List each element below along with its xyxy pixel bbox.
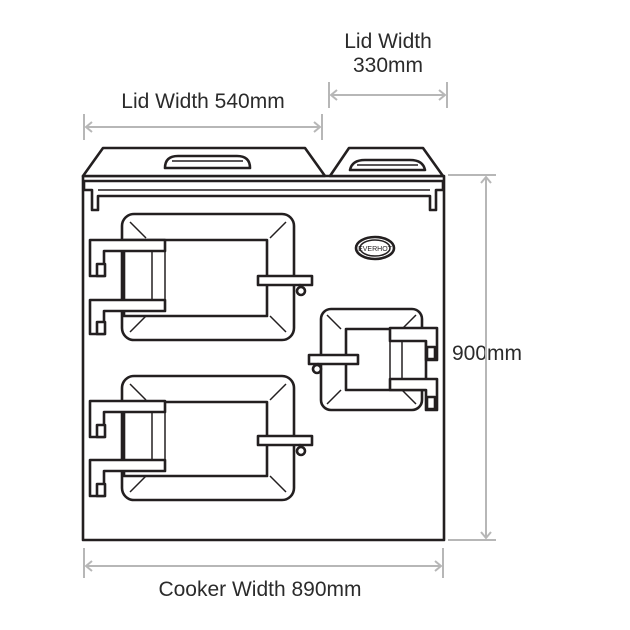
right-door-hinge-bottom	[388, 377, 439, 412]
lid-width-right-value: 330mm	[352, 54, 424, 77]
cooker-width-dimension	[83, 548, 444, 578]
lid-width-right-dimension	[328, 82, 448, 108]
upper-oven-door[interactable]	[88, 212, 314, 342]
height-dimension	[448, 174, 496, 541]
lid-width-right-title: Lid Width	[344, 30, 432, 53]
badge-text: EVERHOT	[358, 246, 393, 253]
upper-door-hinge-bottom	[88, 298, 167, 336]
right-oven-door[interactable]	[307, 307, 439, 412]
lower-door-hinge-bottom	[88, 458, 167, 498]
upper-door-hinge-top	[88, 238, 167, 278]
lid-width-right-label: Lid Width 330mm	[318, 30, 458, 78]
upper-door-latch	[256, 274, 314, 287]
lid-width-left-dimension	[83, 114, 323, 140]
right-door-latch	[307, 353, 360, 366]
hand-rail	[82, 179, 445, 212]
right-door-hinge-top	[388, 326, 439, 362]
height-label: 900mm	[452, 342, 523, 365]
lid-width-left-label: Lid Width 540mm	[121, 90, 285, 113]
cooker-body: EVERHOT	[81, 146, 446, 542]
lower-door-hinge-top	[88, 399, 167, 439]
brand-badge: EVERHOT	[354, 235, 396, 261]
lower-oven-door[interactable]	[88, 374, 314, 502]
left-hotplate-handle	[163, 154, 252, 170]
lower-door-latch	[256, 434, 314, 447]
cooker-width-label: Cooker Width 890mm	[158, 578, 362, 601]
